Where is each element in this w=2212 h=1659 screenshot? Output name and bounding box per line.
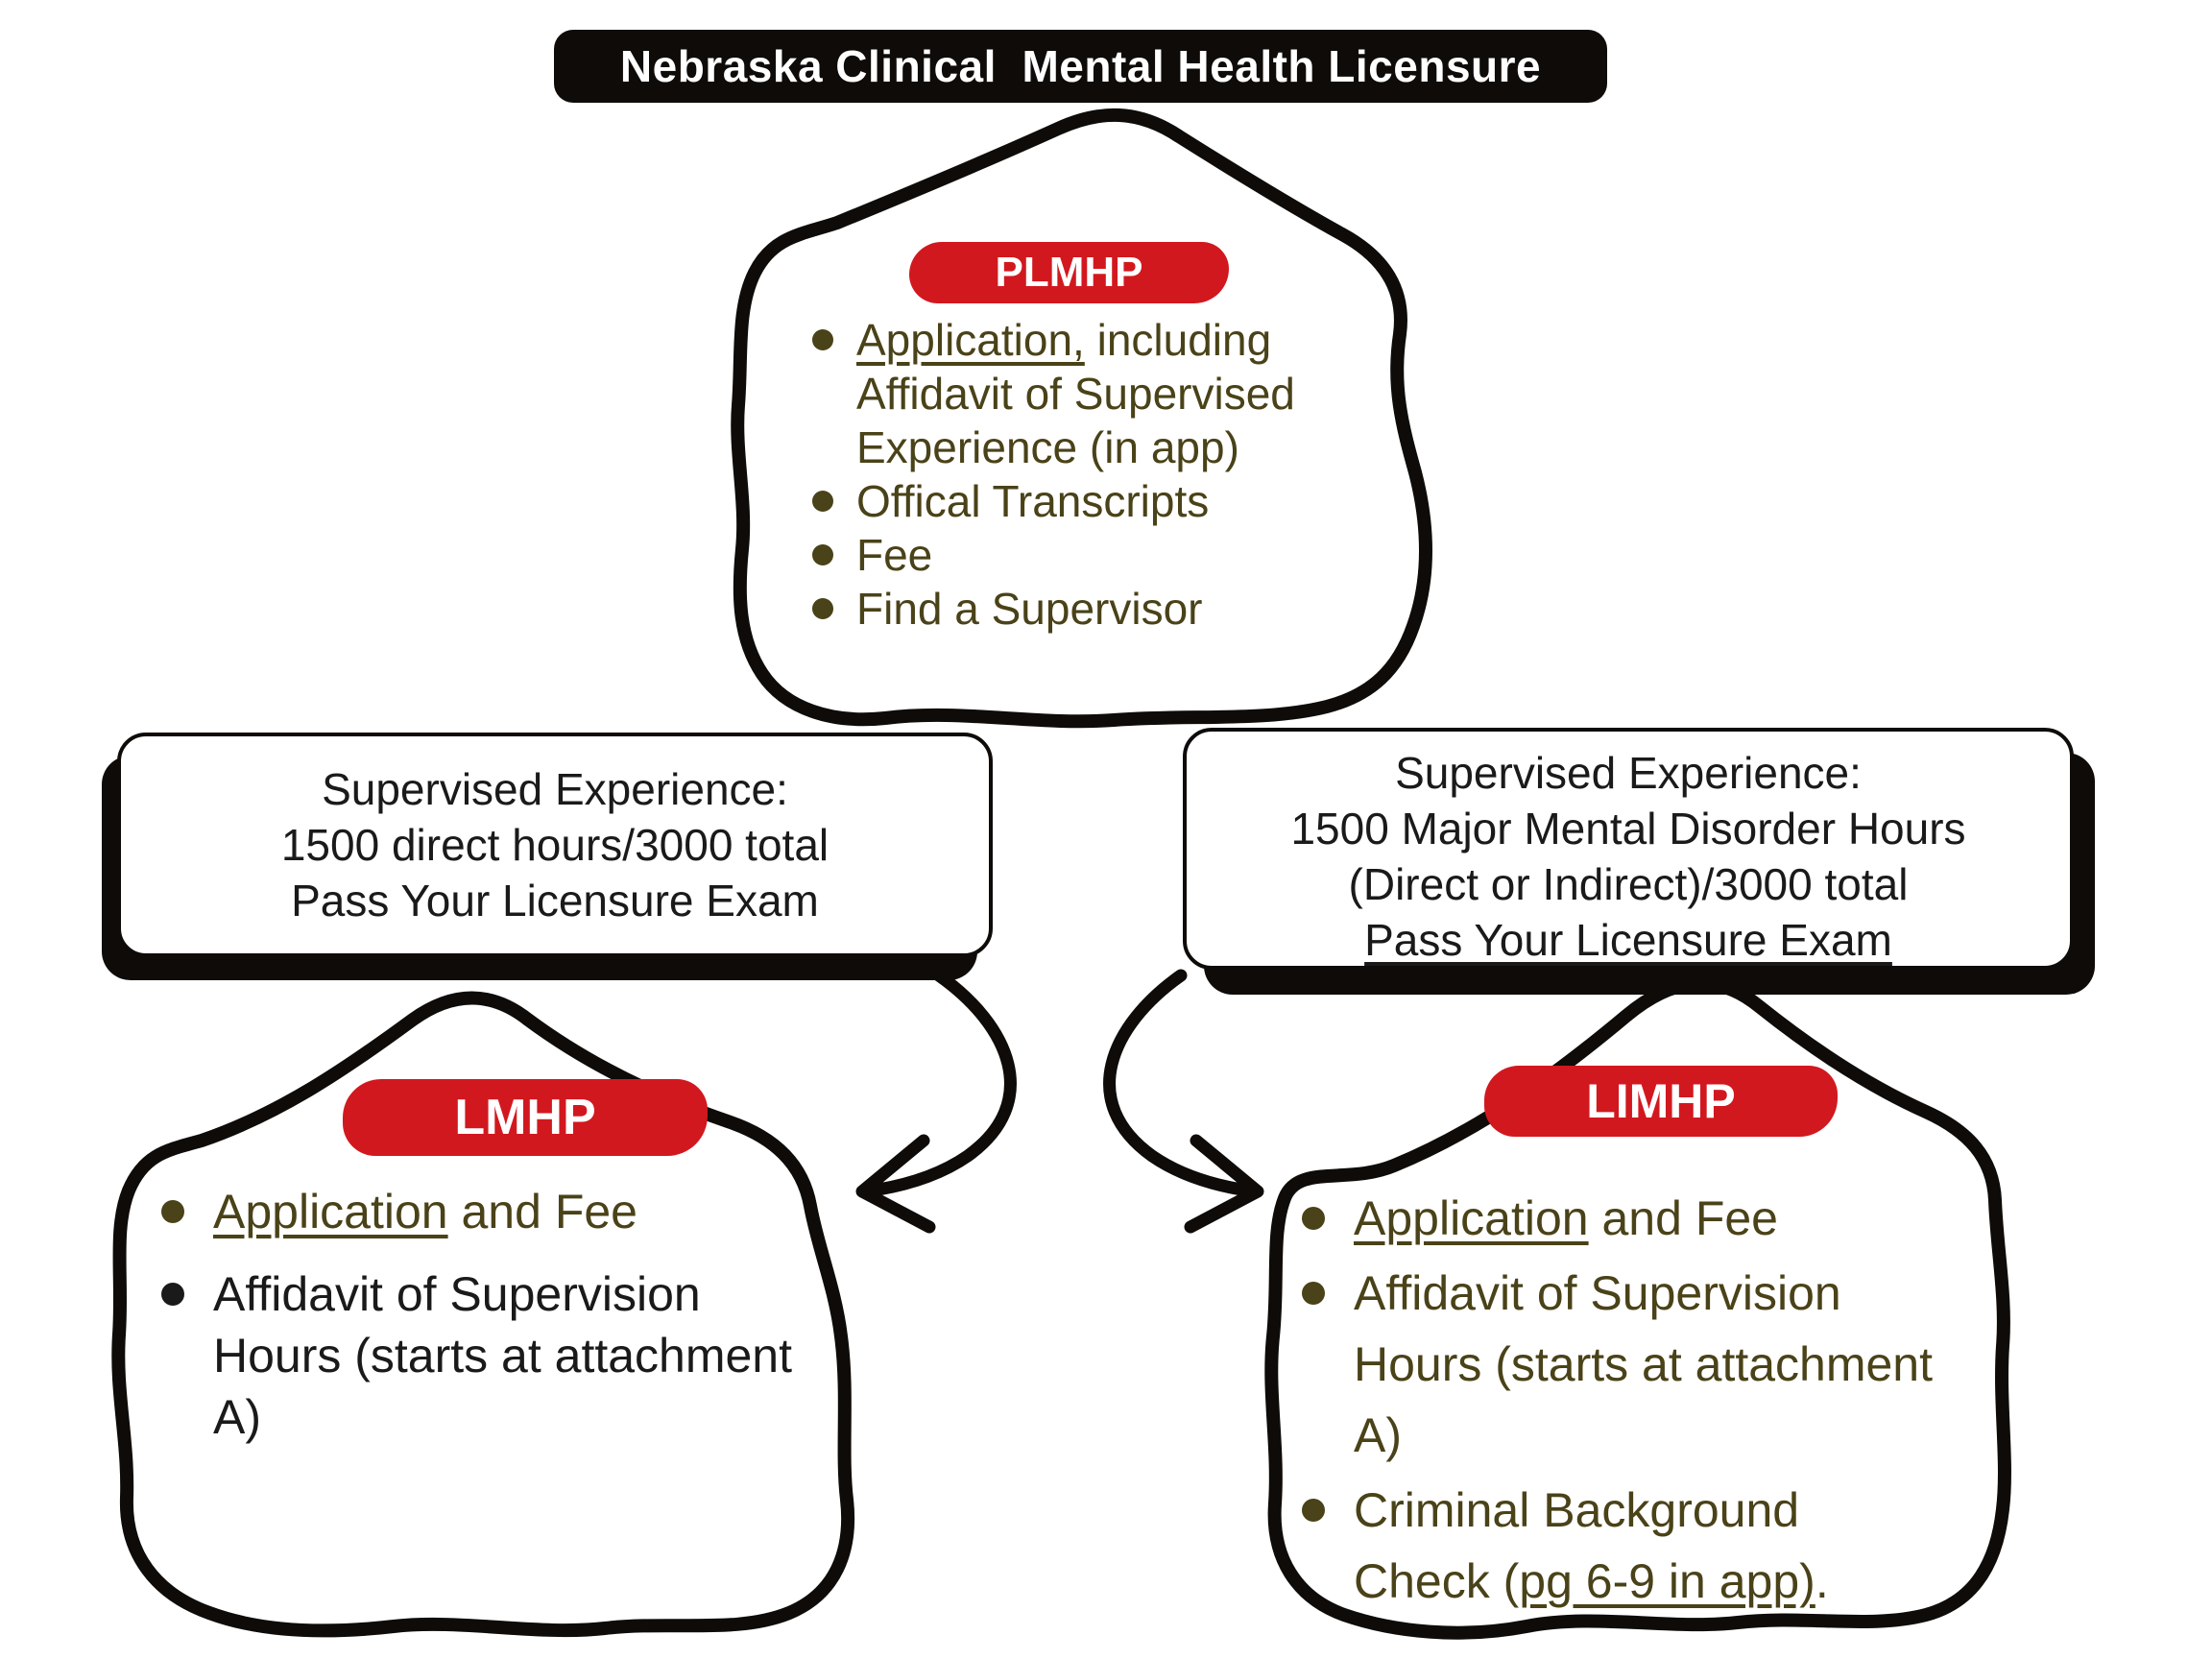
arrow-to-lmhp (855, 969, 1017, 1234)
list-item: Application and Fee (1302, 1183, 1974, 1254)
box-line: 1500 Major Mental Disorder Hours (1187, 801, 2070, 856)
box-line-text: 1500 Major Mental Disorder Hours (1290, 804, 1966, 854)
bullet-dot (812, 329, 833, 350)
bullet-text-pre: Criminal Background Check ( (1354, 1483, 1800, 1608)
arrow-to-limhp (1103, 969, 1264, 1234)
application-link[interactable]: Application, (856, 315, 1085, 365)
bullet-text: Application and Fee (213, 1181, 804, 1242)
supervised-experience-box-limhp: Supervised Experience: 1500 Major Mental… (1183, 728, 2074, 970)
bullet-text-post: Fee (856, 530, 933, 580)
bullet-dot (161, 1283, 184, 1306)
list-item: Application, including Affidavit of Supe… (812, 313, 1427, 474)
bullet-text-post: Affidavit of Supervision Hours (starts a… (1354, 1266, 1934, 1462)
list-item: Affidavit of Supervision Hours (starts a… (161, 1263, 833, 1448)
licensure-exam-link[interactable]: Pass Your Licensure Exam (1364, 915, 1892, 965)
bullet-text-post: and Fee (447, 1185, 637, 1238)
limhp-badge: LIMHP (1484, 1066, 1838, 1137)
bullet-text-post: Affidavit of Supervision Hours (starts a… (213, 1267, 793, 1444)
lmhp-badge: LMHP (343, 1079, 708, 1156)
box-line: Supervised Experience: (1187, 745, 2070, 801)
box-line: Pass Your Licensure Exam (121, 873, 989, 928)
list-item: Criminal Background Check (pg 6-9 in app… (1302, 1475, 1974, 1617)
bullet-text: Application, including Affidavit of Supe… (856, 313, 1413, 474)
bullet-text-post: and Fee (1588, 1191, 1778, 1245)
background-check-pages-link[interactable]: pg 6-9 in app) (1519, 1554, 1815, 1608)
box-line-text: Supervised Experience: (1395, 748, 1862, 798)
plmhp-badge-label: PLMHP (995, 249, 1143, 296)
list-item: Application and Fee (161, 1181, 833, 1242)
bullet-dot (812, 598, 833, 619)
bullet-dot (161, 1200, 184, 1223)
application-link[interactable]: Application (213, 1185, 448, 1238)
bullet-text: Find a Supervisor (856, 582, 1413, 636)
bullet-text-post: including Affidavit of Supervised Experi… (856, 315, 1295, 472)
list-item: Affidavit of Supervision Hours (starts a… (1302, 1258, 1974, 1471)
limhp-requirements-list: Application and Fee Affidavit of Supervi… (1302, 1183, 1974, 1617)
bullet-dot (1302, 1207, 1325, 1230)
bullet-dot (1302, 1499, 1325, 1522)
bullet-text: Application and Fee (1354, 1183, 1944, 1254)
box-line: Pass Your Licensure Exam (1187, 912, 2070, 968)
bullet-text: Affidavit of Supervision Hours (starts a… (1354, 1258, 1944, 1471)
bullet-text-post: Find a Supervisor (856, 584, 1203, 634)
bullet-text: Criminal Background Check (pg 6-9 in app… (1354, 1475, 1944, 1617)
limhp-blob-outline (1264, 976, 2011, 1640)
bullet-text: Offical Transcripts (856, 474, 1413, 528)
application-link[interactable]: Application (1354, 1191, 1589, 1245)
box-line-text: Pass Your Licensure Exam (291, 876, 819, 926)
box-line-text: Supervised Experience: (322, 764, 788, 814)
list-item: Offical Transcripts (812, 474, 1427, 528)
bullet-dot (1302, 1282, 1325, 1305)
list-item: Find a Supervisor (812, 582, 1427, 636)
box-line: 1500 direct hours/3000 total (121, 817, 989, 873)
box-line: Supervised Experience: (121, 761, 989, 817)
lmhp-requirements-list: Application and Fee Affidavit of Supervi… (161, 1181, 833, 1448)
plmhp-badge: PLMHP (909, 242, 1229, 303)
supervised-experience-box-lmhp: Supervised Experience: 1500 direct hours… (117, 733, 993, 957)
list-item: Fee (812, 528, 1427, 582)
bullet-dot (812, 491, 833, 512)
limhp-badge-label: LIMHP (1586, 1074, 1736, 1128)
box-line-text: 1500 direct hours/3000 total (280, 820, 830, 870)
bullet-text: Affidavit of Supervision Hours (starts a… (213, 1263, 804, 1448)
bullet-text: Fee (856, 528, 1413, 582)
lmhp-blob-outline (111, 991, 855, 1638)
box-line: (Direct or Indirect)/3000 total (1187, 856, 2070, 912)
page-title: Nebraska Clinical Mental Health Licensur… (619, 41, 1542, 91)
bullet-dot (812, 544, 833, 565)
title-banner: Nebraska Clinical Mental Health Licensur… (554, 30, 1607, 103)
plmhp-requirements-list: Application, including Affidavit of Supe… (812, 313, 1427, 636)
bullet-text-post: Offical Transcripts (856, 476, 1210, 526)
lmhp-badge-label: LMHP (454, 1090, 596, 1145)
bullet-text-post: . (1815, 1554, 1829, 1608)
box-line-text: (Direct or Indirect)/3000 total (1348, 859, 1909, 909)
